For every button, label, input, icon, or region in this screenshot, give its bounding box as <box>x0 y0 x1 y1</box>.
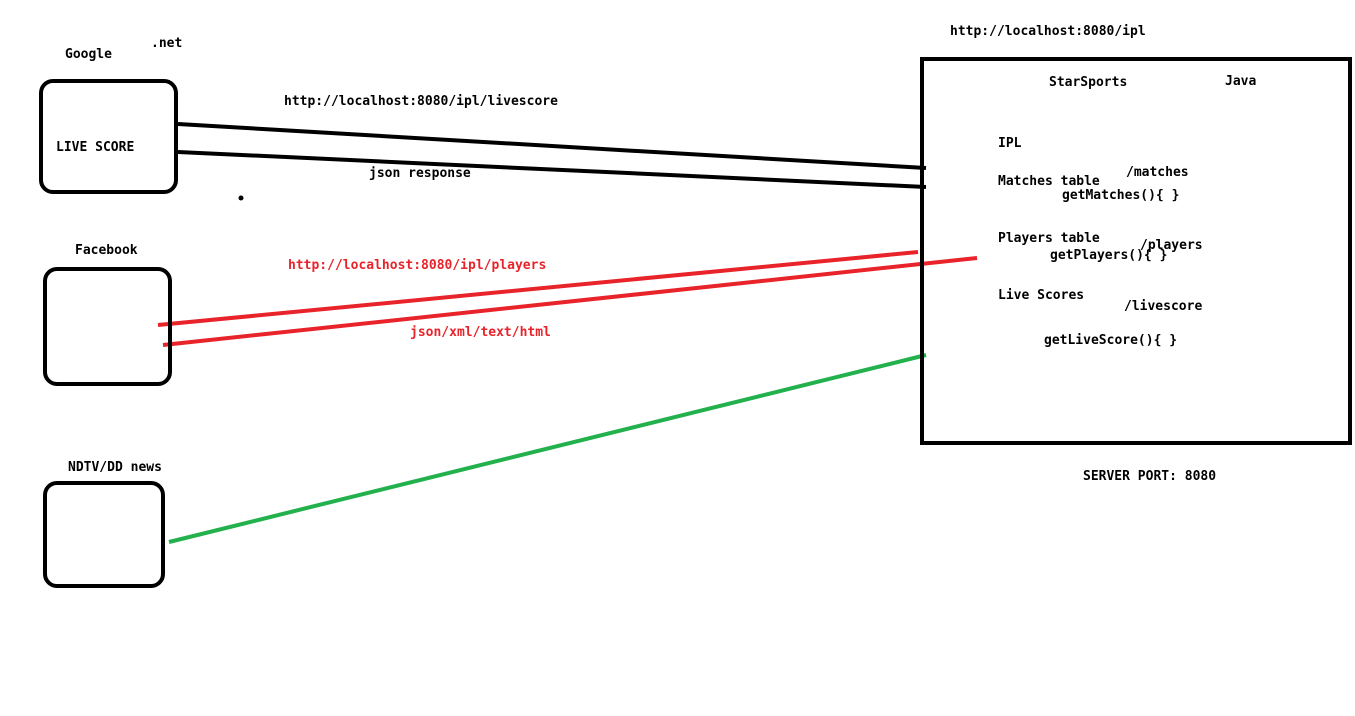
server-app-name: IPL <box>998 136 1022 151</box>
matches-method: getMatches(){ } <box>1062 188 1180 203</box>
server-url: http://localhost:8080/ipl <box>950 24 1146 39</box>
news-client-box <box>43 481 165 588</box>
facebook-client-label: Facebook <box>75 243 138 258</box>
google-response-line <box>177 150 927 189</box>
stray-dot <box>238 195 244 201</box>
google-request-url: http://localhost:8080/ipl/livescore <box>284 94 558 109</box>
server-tech: Java <box>1225 74 1257 89</box>
server-box <box>920 57 1352 445</box>
facebook-response-label: json/xml/text/html <box>410 325 551 340</box>
players-path: /players <box>1140 238 1203 253</box>
players-table-label: Players table <box>998 231 1100 246</box>
livescore-method: getLiveScore(){ } <box>1044 333 1178 348</box>
google-live-score-text: LIVE SCORE <box>56 140 135 155</box>
facebook-request-line <box>157 250 919 327</box>
facebook-response-line <box>162 256 978 347</box>
livescore-path: /livescore <box>1124 299 1203 314</box>
matches-path: /matches <box>1126 165 1189 180</box>
google-tech-label: .net <box>151 36 183 51</box>
google-client-label: Google <box>65 47 112 62</box>
live-scores-label: Live Scores <box>998 288 1085 303</box>
players-method: getPlayers(){ } <box>1050 248 1168 263</box>
google-response-label: json response <box>369 166 471 181</box>
facebook-request-url: http://localhost:8080/ipl/players <box>288 258 547 273</box>
server-name: StarSports <box>1049 75 1128 90</box>
server-port-label: SERVER PORT: 8080 <box>1083 469 1217 484</box>
news-link-line <box>168 353 927 544</box>
google-request-line <box>177 122 927 170</box>
facebook-client-box <box>43 267 172 386</box>
matches-table-label: Matches table <box>998 174 1100 189</box>
news-client-label: NDTV/DD news <box>68 460 162 475</box>
google-client-box <box>39 79 178 194</box>
